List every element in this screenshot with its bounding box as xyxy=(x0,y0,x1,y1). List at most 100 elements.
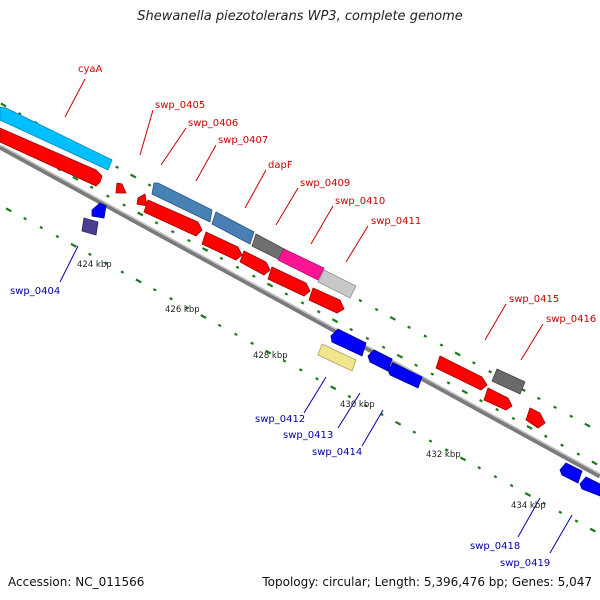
tick-mark xyxy=(461,389,468,395)
scale-label-426: 426 kbp xyxy=(165,305,200,315)
tick-mark xyxy=(511,416,516,421)
label-swp_0406: swp_0406 xyxy=(188,118,238,129)
tick-mark xyxy=(55,234,60,239)
tick-mark xyxy=(439,343,444,347)
tick-mark xyxy=(576,452,581,456)
genome-backbone xyxy=(0,144,600,479)
tick-mark xyxy=(477,466,482,470)
tick-mark xyxy=(542,501,546,506)
gene-swp_0414[interactable] xyxy=(387,362,423,389)
tick-mark xyxy=(104,261,108,265)
scale-label-424: 424 kbp xyxy=(77,260,112,270)
gene-swp_0413[interactable] xyxy=(367,349,393,372)
tick-mark xyxy=(574,519,579,523)
label-swp_0418: swp_0418 xyxy=(470,541,520,552)
scale-label-430: 430 kbp xyxy=(340,400,375,410)
gene-swp_0408-feature[interactable] xyxy=(151,182,213,223)
tick-mark xyxy=(509,483,514,488)
tick-mark xyxy=(374,307,379,312)
gene-swp_0410-feature[interactable] xyxy=(277,248,325,281)
tick-mark xyxy=(5,207,12,213)
tick-mark xyxy=(105,194,110,198)
label-swp_0409: swp_0409 xyxy=(300,178,350,189)
tick-mark xyxy=(526,425,533,430)
gene-swp_0418[interactable] xyxy=(559,462,583,484)
tick-mark xyxy=(493,474,498,479)
tick-mark xyxy=(330,385,337,391)
tick-mark xyxy=(88,252,92,256)
tick-mark xyxy=(298,368,303,372)
scale-labels: 424 kbp 426 kbp 428 kbp 430 kbp 432 kbp … xyxy=(77,260,546,511)
tick-mark xyxy=(169,297,173,301)
gene-swp_0412[interactable] xyxy=(330,328,367,357)
label-swp_0411: swp_0411 xyxy=(371,216,421,227)
tick-mark xyxy=(430,372,435,376)
scale-label-428: 428 kbp xyxy=(253,351,288,361)
gene-cyaA[interactable] xyxy=(0,127,103,187)
tick-mark xyxy=(152,288,157,292)
tick-mark xyxy=(454,351,461,357)
tick-mark xyxy=(154,221,159,225)
label-swp_0413: swp_0413 xyxy=(283,430,333,441)
tick-mark xyxy=(115,165,119,169)
gene-swp_0409-feature[interactable] xyxy=(251,233,285,261)
tick-mark xyxy=(394,420,402,426)
gene-swp_0415[interactable] xyxy=(435,355,488,391)
map-title: Shewanella piezotolerans WP3, complete g… xyxy=(137,9,463,24)
gene-swp_0404[interactable] xyxy=(91,202,107,219)
gene-cyaA-feature[interactable] xyxy=(0,106,113,171)
genome-backbone-highlight xyxy=(0,144,600,475)
tick-mark xyxy=(265,349,272,355)
tick-mark xyxy=(137,211,144,217)
label-swp_0410: swp_0410 xyxy=(335,196,385,207)
tick-mark xyxy=(524,492,532,497)
tick-mark xyxy=(251,274,256,278)
gene-swp_0411[interactable] xyxy=(308,287,345,314)
tick-mark xyxy=(284,292,289,296)
gene-dapF-feature[interactable] xyxy=(211,211,255,245)
gene-swp_0417[interactable] xyxy=(525,407,546,429)
scale-label-434: 434 kbp xyxy=(511,501,546,511)
tick-mark xyxy=(316,310,321,314)
tick-mark xyxy=(120,270,125,274)
tick-mark xyxy=(407,325,411,329)
tick-mark xyxy=(122,203,126,207)
tick-mark xyxy=(591,460,598,466)
gene-swp_0411-feature[interactable] xyxy=(317,269,357,299)
label-dapF: dapF xyxy=(268,160,293,171)
gene-swp_0412-feature[interactable] xyxy=(317,343,357,372)
reverse-gene-labels: swp_0404 swp_0412 swp_0413 swp_0414 swp_… xyxy=(10,286,550,569)
tick-mark xyxy=(17,112,22,116)
forward-genes xyxy=(0,127,546,429)
label-swp_0414: swp_0414 xyxy=(312,447,362,458)
tick-mark xyxy=(428,439,433,443)
tick-mark xyxy=(187,238,191,243)
gene-swp_0404-feature[interactable] xyxy=(81,217,99,236)
tick-mark xyxy=(381,345,386,350)
gene-swp_0405[interactable] xyxy=(115,182,127,194)
tick-mark xyxy=(70,242,77,248)
accession-text: Accession: NC_011566 xyxy=(8,575,145,589)
tick-mark xyxy=(282,359,287,363)
tick-mark xyxy=(135,278,142,284)
gene-swp_0406[interactable] xyxy=(136,193,148,207)
tick-mark xyxy=(589,527,596,533)
gene-swp_0416-feature[interactable] xyxy=(491,368,526,395)
gene-dapF[interactable] xyxy=(201,231,243,261)
gene-swp_0407[interactable] xyxy=(143,199,203,237)
tick-mark xyxy=(266,282,274,288)
tick-mark xyxy=(0,102,7,108)
tick-mark xyxy=(358,298,363,303)
gene-swp_0410[interactable] xyxy=(267,266,311,297)
gene-swp_0416[interactable] xyxy=(483,387,513,411)
gene-swp_0419[interactable] xyxy=(579,476,600,497)
label-swp_0415: swp_0415 xyxy=(509,294,559,305)
tick-mark xyxy=(300,301,305,305)
tick-mark xyxy=(347,394,352,399)
tick-mark xyxy=(250,341,254,345)
gene-swp_0409[interactable] xyxy=(239,250,271,276)
tick-mark xyxy=(23,217,27,221)
label-swp_0407: swp_0407 xyxy=(218,135,268,146)
tick-mark xyxy=(543,434,548,438)
